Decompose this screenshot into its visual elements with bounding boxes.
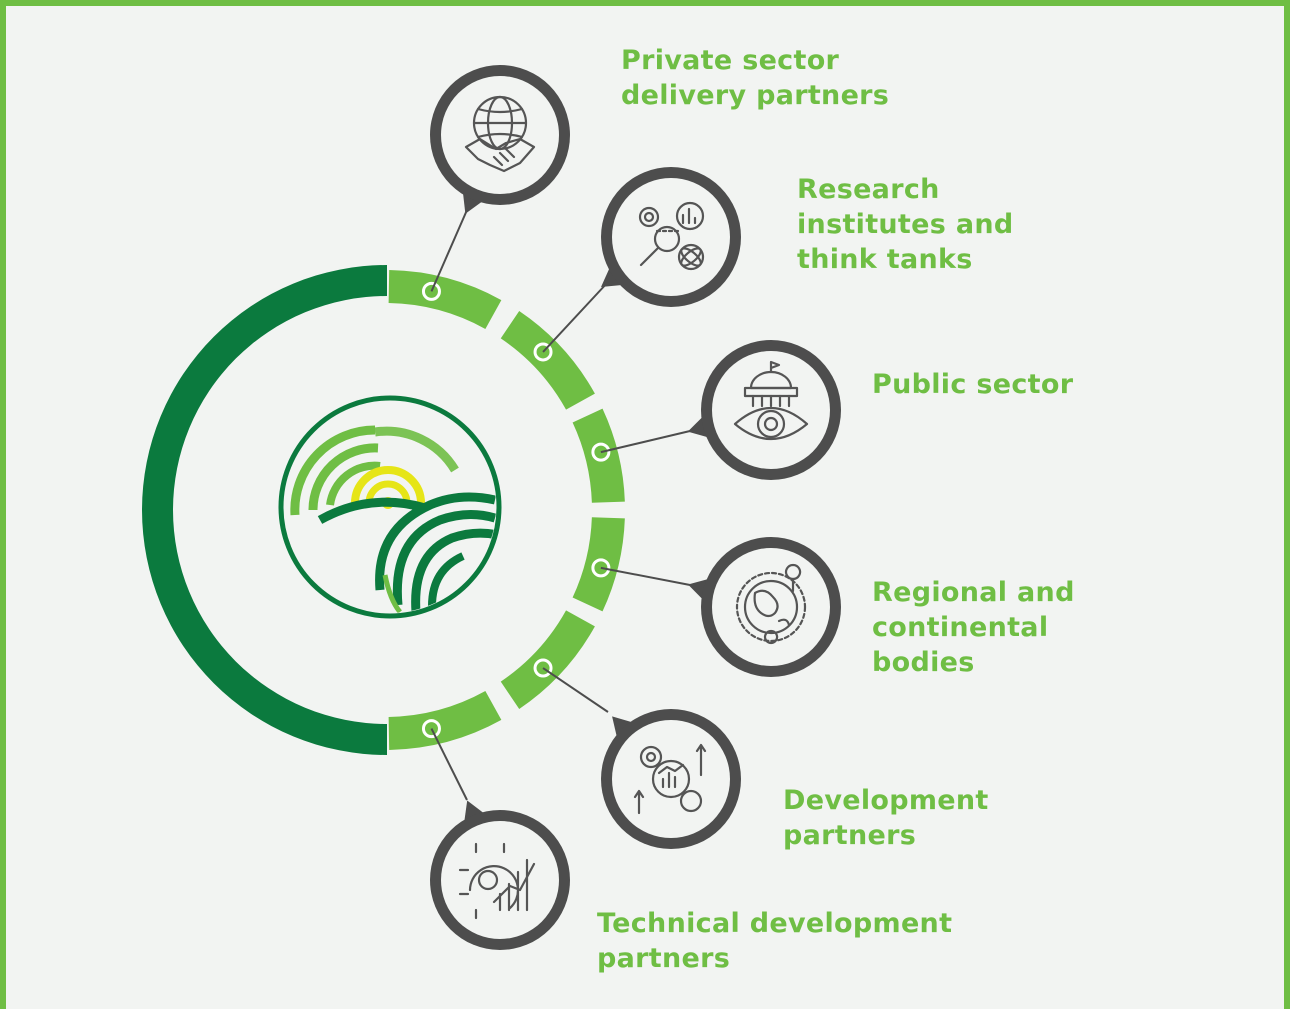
connector-technical: [430, 728, 468, 801]
ring-segment-public: [572, 408, 625, 503]
connector-public: [600, 430, 691, 454]
bubble-face-technical: [441, 821, 559, 939]
connector-private: [430, 209, 468, 292]
gear-chart-icon: [458, 842, 536, 920]
government-eye-icon: [733, 360, 809, 441]
connector-research: [542, 281, 609, 353]
connector-lines: [430, 209, 691, 801]
bubble-research: [601, 167, 741, 307]
diagram-frame: Private sector delivery partners Researc…: [6, 6, 1284, 1009]
bubble-face-regional: [712, 548, 830, 666]
label-private-sector-delivery-partners: Private sector delivery partners: [621, 45, 890, 111]
globe-handshake-icon: [464, 95, 536, 173]
bubble-face-research: [612, 178, 730, 296]
label-technical-development-partners: Technical development partners: [597, 908, 953, 974]
segment-marker-development: [533, 658, 553, 678]
africa-sunrise-logo: [278, 395, 502, 619]
ring-segment-research: [500, 311, 595, 410]
label-regional-continental-bodies: Regional and continental bodies: [872, 577, 1075, 678]
bubble-public: [687, 340, 841, 480]
label-public-sector: Public sector: [872, 369, 1074, 400]
bubble-private: [430, 65, 570, 214]
ring-segment-development: [500, 610, 595, 709]
label-research-institutes: Research institutes and think tanks: [797, 174, 1014, 275]
ring-segment-regional: [572, 517, 625, 612]
bubble-technical: [430, 800, 570, 950]
label-development-partners: Development partners: [783, 785, 989, 851]
segment-marker-public: [591, 442, 611, 462]
bubble-development: [601, 709, 741, 849]
bubble-face-development: [612, 720, 730, 838]
bubble-regional: [688, 537, 841, 677]
connector-development: [542, 667, 609, 713]
ring-segment-private: [388, 270, 502, 329]
growth-gears-icon: [633, 743, 707, 815]
segment-marker-research: [533, 342, 553, 362]
connector-regional: [600, 566, 691, 586]
segment-marker-technical: [421, 719, 441, 739]
research-analytics-icon: [638, 201, 705, 271]
segment-marker-private: [421, 281, 441, 301]
globe-location-icon: [735, 563, 807, 645]
outer-dark-arc: [142, 265, 387, 755]
ring-segments: [388, 270, 625, 750]
segment-marker-regional: [591, 558, 611, 578]
partner-diagram: [142, 65, 841, 950]
ring-segment-technical: [388, 691, 502, 750]
icon-bubbles: [430, 65, 841, 950]
